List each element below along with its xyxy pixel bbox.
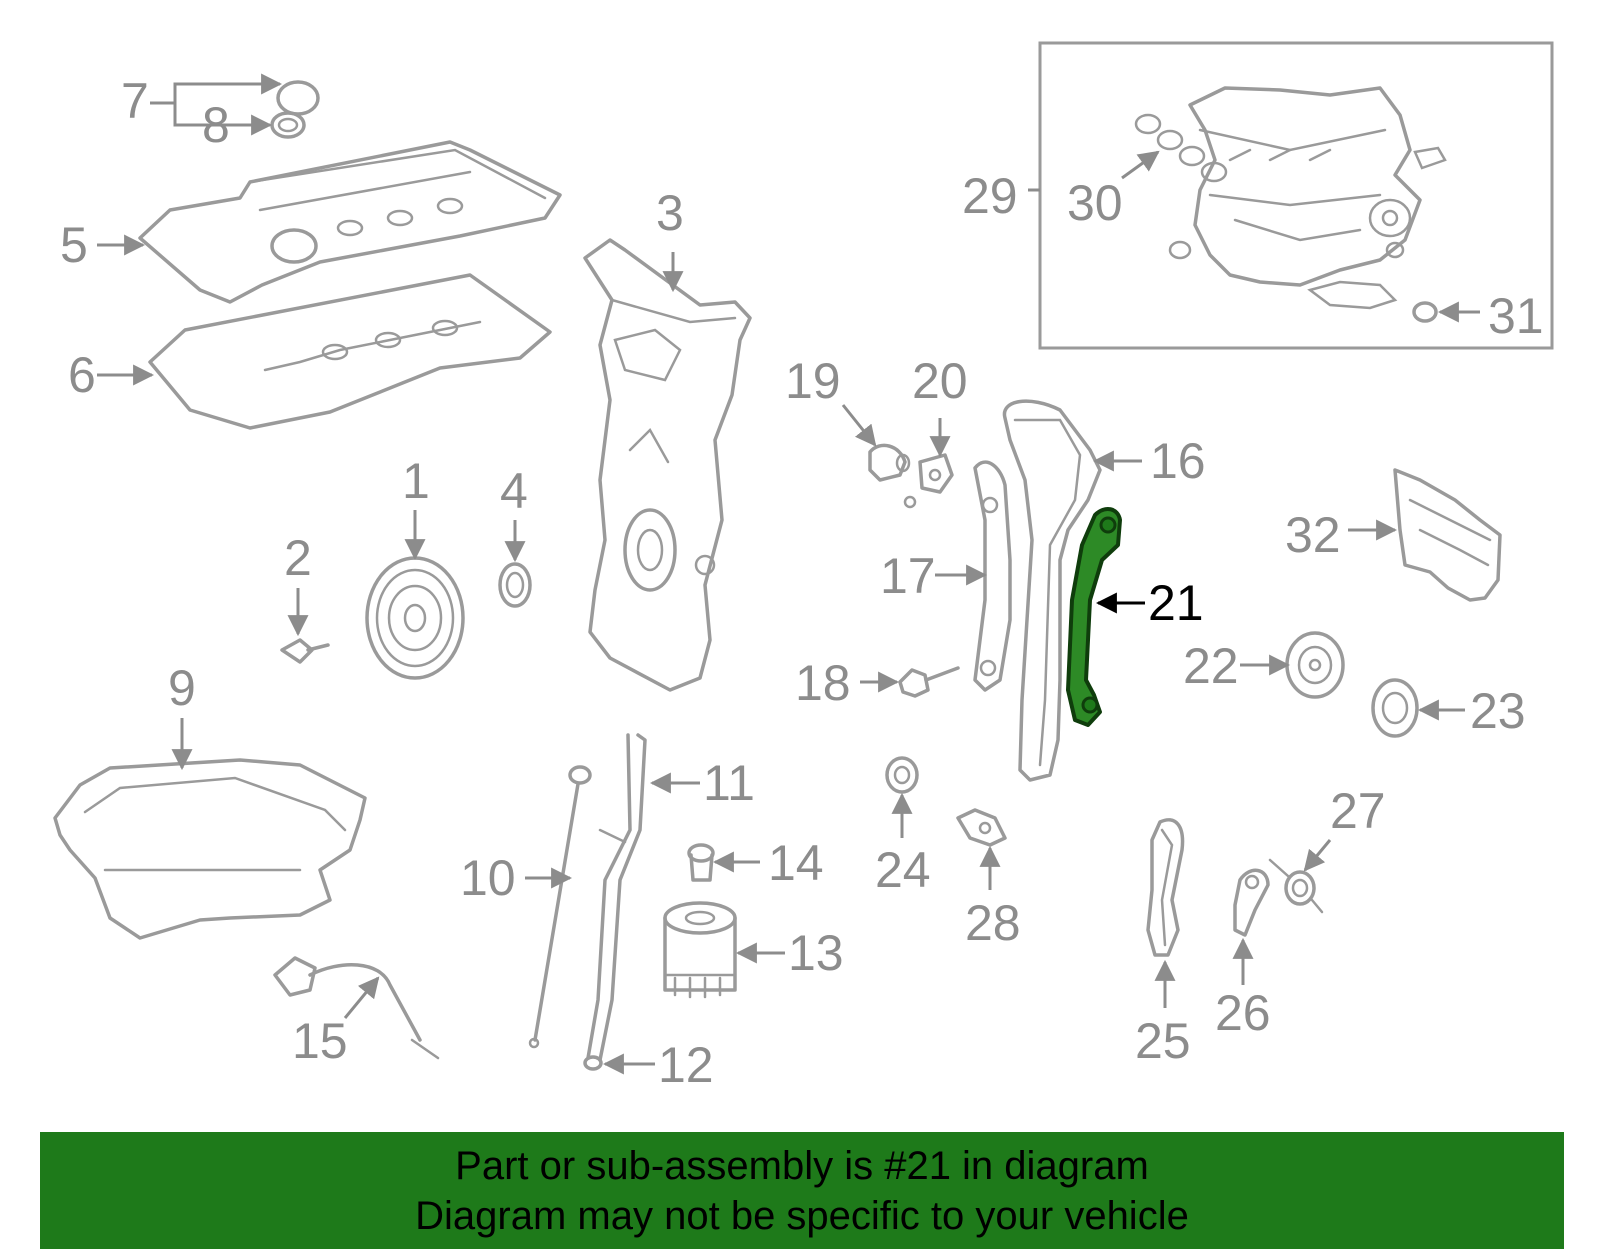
part-21-chain-guide-highlighted	[1066, 507, 1122, 727]
part-11-dipstick-tube	[586, 733, 647, 1062]
callout-11: 11	[703, 755, 755, 811]
callout-12: 12	[658, 1037, 714, 1093]
part-4-seal	[498, 562, 532, 608]
callout-28: 28	[965, 895, 1021, 951]
banner-line-2: Diagram may not be specific to your vehi…	[415, 1193, 1189, 1238]
leader-lines	[97, 73, 1480, 1075]
callout-19: 19	[785, 353, 841, 409]
part-15-sensor	[273, 956, 440, 1060]
inset-frame	[1038, 41, 1554, 350]
callout-22: 22	[1183, 638, 1239, 694]
part-26-tensioner-arm	[1233, 868, 1270, 937]
callout-7: 7	[121, 73, 149, 129]
part-25-chain	[1146, 818, 1185, 957]
callout-4: 4	[500, 463, 528, 519]
part-10-dipstick	[528, 765, 592, 1049]
part-28-bracket	[956, 808, 1007, 847]
part-14-plug	[687, 843, 715, 882]
part-20-gasket	[903, 453, 954, 509]
part-13-oil-filter	[663, 901, 737, 999]
part-32-bracket	[1393, 468, 1502, 602]
callout-21: 21	[1148, 575, 1204, 631]
callout-8: 8	[202, 97, 230, 153]
callout-3: 3	[656, 185, 684, 241]
part-5-valve-cover	[138, 140, 562, 304]
callout-6: 6	[68, 347, 96, 403]
part-2-bolt	[280, 638, 330, 664]
part-3-timing-cover	[583, 238, 752, 692]
part-30-manifold-gasket	[1134, 113, 1228, 183]
callout-10: 10	[460, 850, 516, 906]
part-23-sprocket	[1371, 678, 1419, 738]
callout-27: 27	[1330, 783, 1386, 839]
callout-labels: 7 8 5 6 3 1 2 4 9 10 11 12 13 14 15 16 1…	[60, 73, 1544, 1093]
callout-31: 31	[1488, 288, 1544, 344]
part-24-small-sprocket	[885, 756, 919, 794]
callout-29: 29	[962, 168, 1018, 224]
callout-20: 20	[912, 353, 968, 409]
part-1-crank-pulley	[365, 556, 465, 680]
callout-23: 23	[1470, 683, 1526, 739]
info-banner: Part or sub-assembly is #21 in diagram D…	[40, 1132, 1564, 1249]
callout-24: 24	[875, 842, 931, 898]
part-27-spring	[1268, 858, 1324, 914]
part-29-engine-assembly	[1168, 86, 1447, 310]
callout-30: 30	[1067, 175, 1123, 231]
callout-5: 5	[60, 217, 88, 273]
callout-15: 15	[292, 1013, 348, 1069]
part-9-oil-pan	[53, 758, 367, 940]
callout-25: 25	[1135, 1013, 1191, 1069]
callout-32: 32	[1285, 507, 1341, 563]
banner-line-1: Part or sub-assembly is #21 in diagram	[455, 1143, 1149, 1188]
callout-13: 13	[788, 925, 844, 981]
callout-17: 17	[880, 548, 936, 604]
part-22-sprocket	[1285, 631, 1345, 699]
callout-16: 16	[1150, 433, 1206, 489]
callout-14: 14	[768, 835, 824, 891]
part-7-8-oil-cap	[270, 80, 320, 139]
callout-18: 18	[795, 655, 851, 711]
part-31-plug	[1412, 301, 1438, 323]
callout-1: 1	[402, 453, 430, 509]
callout-26: 26	[1215, 985, 1271, 1041]
part-19-tensioner	[868, 443, 911, 482]
part-17-chain-guide	[973, 460, 1012, 692]
callout-2: 2	[284, 530, 312, 586]
part-18-bolt	[898, 666, 960, 698]
callout-9: 9	[168, 660, 196, 716]
part-6-gasket	[148, 273, 552, 430]
part-12-o-ring	[583, 1055, 603, 1071]
